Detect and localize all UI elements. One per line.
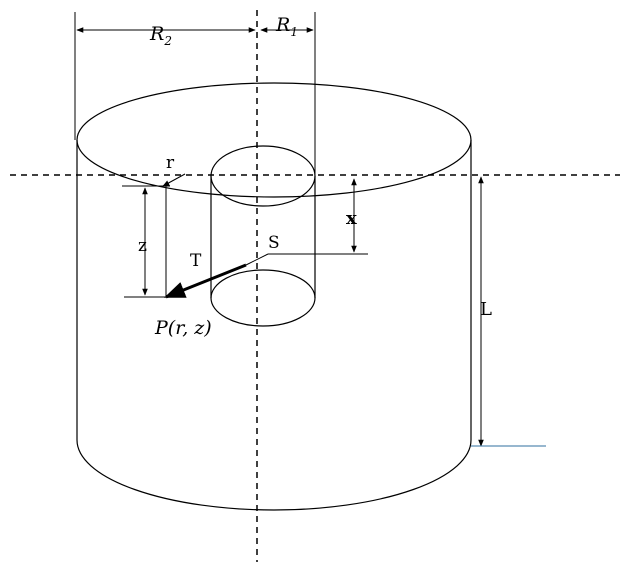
s-connector-line: [245, 253, 269, 266]
l-label: L: [480, 299, 492, 320]
z-label: z: [138, 236, 147, 256]
t-label: T: [190, 251, 202, 271]
outer-cylinder: [76, 82, 472, 511]
outer-bottom-arc: [76, 439, 472, 511]
outer-top-ellipse: [76, 82, 472, 198]
r-label: r: [166, 153, 175, 173]
inner-cylinder: [210, 145, 316, 327]
point-label: P(r, z): [154, 317, 212, 339]
x-label: x: [346, 208, 357, 229]
inner-bottom-ellipse: [210, 269, 316, 327]
r1-label: R1: [275, 14, 298, 39]
r2-label: R2: [149, 23, 172, 48]
r-arrow: [162, 173, 186, 187]
st-segment: [164, 263, 247, 299]
s-label: S: [268, 233, 280, 253]
